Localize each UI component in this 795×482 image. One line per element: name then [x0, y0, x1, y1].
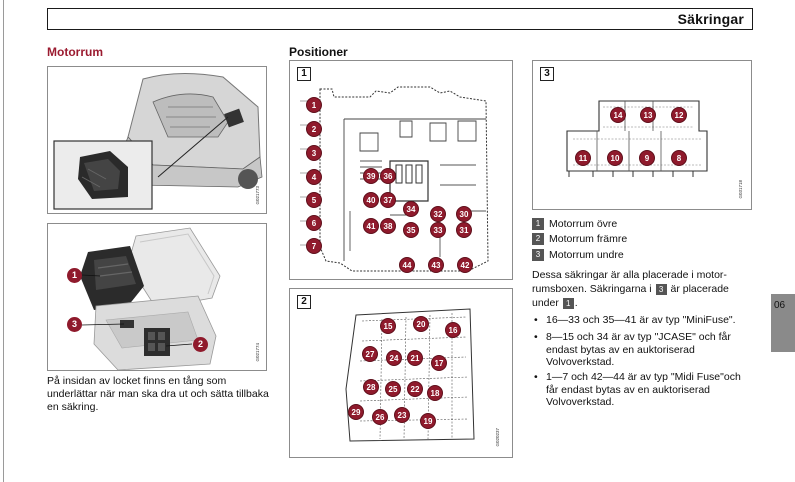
panel-number-1: 1 — [297, 67, 311, 81]
fuse-43: 43 — [428, 257, 444, 273]
fuse-14: 14 — [610, 107, 626, 123]
page-title: Säkringar — [677, 11, 744, 27]
fusebox-2-outline — [345, 308, 475, 442]
fuse-11: 11 — [575, 150, 591, 166]
fuse-40: 40 — [363, 192, 379, 208]
fuse-29: 29 — [348, 404, 364, 420]
fuse-18: 18 — [427, 385, 443, 401]
fuse-27: 27 — [362, 346, 378, 362]
paragraph-text: rumsboxen. Säkringarna i — [532, 283, 652, 295]
fusebox-panel-1: 1 1 2 3 4 5 6 7 39 36 40 37 41 38 34 32 … — [289, 60, 513, 280]
bullet-minifuse: 16—33 och 35—41 är av typ "MiniFuse". — [532, 314, 752, 327]
fuse-28: 28 — [363, 379, 379, 395]
placement-paragraph: Dessa säkringar är alla placerade i moto… — [532, 268, 752, 310]
panel-number-3: 3 — [540, 67, 554, 81]
fusebox-3-outline — [566, 100, 708, 177]
paragraph-text: under — [532, 297, 559, 309]
fuse-22: 22 — [407, 381, 423, 397]
fuse-12: 12 — [671, 107, 687, 123]
fuse-23: 23 — [394, 407, 410, 423]
callout-3: 3 — [67, 317, 82, 332]
fuse-5: 5 — [306, 192, 322, 208]
fusebox-panel-2: 2 15 20 16 27 24 21 17 28 25 22 18 29 26… — [289, 288, 513, 458]
page-header: Säkringar — [47, 8, 753, 30]
legend-key: 1 — [532, 218, 544, 230]
fuse-25: 25 — [385, 381, 401, 397]
bullet-jcase: 8—15 och 34 är av typ "JCASE" och får en… — [532, 331, 752, 369]
fuse-13: 13 — [640, 107, 656, 123]
paragraph-line: rumsboxen. Säkringarna i 3 är placerade — [532, 282, 752, 296]
fuse-37: 37 — [380, 192, 396, 208]
fuse-16: 16 — [445, 322, 461, 338]
fuse-15: 15 — [380, 318, 396, 334]
fuse-4: 4 — [306, 169, 322, 185]
fuse-3: 3 — [306, 145, 322, 161]
legend-item-3: 3 Motorrum undre — [532, 248, 624, 262]
legend-key: 3 — [532, 249, 544, 261]
image-code: G021774 — [255, 343, 260, 362]
callout-1: 1 — [67, 268, 82, 283]
fuse-39: 39 — [363, 168, 379, 184]
bullet-midifuse: 1—7 och 42—44 är av typ "Midi Fuse"och f… — [532, 371, 752, 409]
paragraph-line: under 1. — [532, 296, 752, 310]
fuse-10: 10 — [607, 150, 623, 166]
fuse-8: 8 — [671, 150, 687, 166]
engine-bay-photo: G021773 — [47, 66, 267, 214]
fuse-1: 1 — [306, 97, 322, 113]
image-code: G020237 — [495, 428, 500, 447]
legend-item-1: 1 Motorrum övre — [532, 217, 617, 231]
callout-2: 2 — [193, 337, 208, 352]
page-left-rule — [3, 0, 4, 482]
fuse-26: 26 — [372, 409, 388, 425]
fuse-9: 9 — [639, 150, 655, 166]
fusebox-photo: 1 2 3 G021774 — [47, 223, 267, 371]
fuse-44: 44 — [399, 257, 415, 273]
fuse-21: 21 — [407, 350, 423, 366]
paragraph-line: Dessa säkringar är alla placerade i moto… — [532, 269, 727, 281]
fuse-20: 20 — [413, 316, 429, 332]
panel-number-2: 2 — [297, 295, 311, 309]
section-title-positioner: Positioner — [289, 45, 348, 59]
fuse-2: 2 — [306, 121, 322, 137]
fuse-6: 6 — [306, 215, 322, 231]
fuse-24: 24 — [386, 350, 402, 366]
legend-label: Motorrum främre — [549, 233, 628, 245]
fuse-33: 33 — [430, 222, 446, 238]
fusebox-illustration — [80, 227, 221, 370]
car-engine-illustration — [48, 67, 266, 213]
chapter-tab: 06 — [771, 294, 795, 352]
paragraph-text: är placerade — [670, 283, 729, 295]
fuse-17: 17 — [431, 355, 447, 371]
fuse-41: 41 — [363, 218, 379, 234]
section-title-motorrum: Motorrum — [47, 45, 103, 59]
fuse-32: 32 — [430, 206, 446, 222]
inline-key-3: 3 — [655, 283, 667, 295]
paragraph-text: . — [574, 297, 578, 309]
fusebox-panel-3: 3 14 13 12 11 10 9 8 G031718 — [532, 60, 752, 210]
fuse-42: 42 — [457, 257, 473, 273]
fusebox-1-outline — [300, 86, 489, 272]
fuse-7: 7 — [306, 238, 322, 254]
fuse-30: 30 — [456, 206, 472, 222]
inline-key-1: 1 — [562, 297, 574, 309]
legend-label: Motorrum övre — [549, 218, 618, 230]
fuse-36: 36 — [380, 168, 396, 184]
fuse-38: 38 — [380, 218, 396, 234]
fuse-31: 31 — [456, 222, 472, 238]
legend-label: Motorrum undre — [549, 249, 624, 261]
legend-item-2: 2 Motorrum främre — [532, 232, 627, 246]
fuse-34: 34 — [403, 201, 419, 217]
image-code: G031718 — [738, 180, 743, 199]
image-code: G021773 — [255, 186, 260, 205]
legend-key: 2 — [532, 233, 544, 245]
fuse-35: 35 — [403, 222, 419, 238]
caption-tang: På insidan av locket finns en tång som u… — [47, 375, 269, 413]
fuse-19: 19 — [420, 413, 436, 429]
